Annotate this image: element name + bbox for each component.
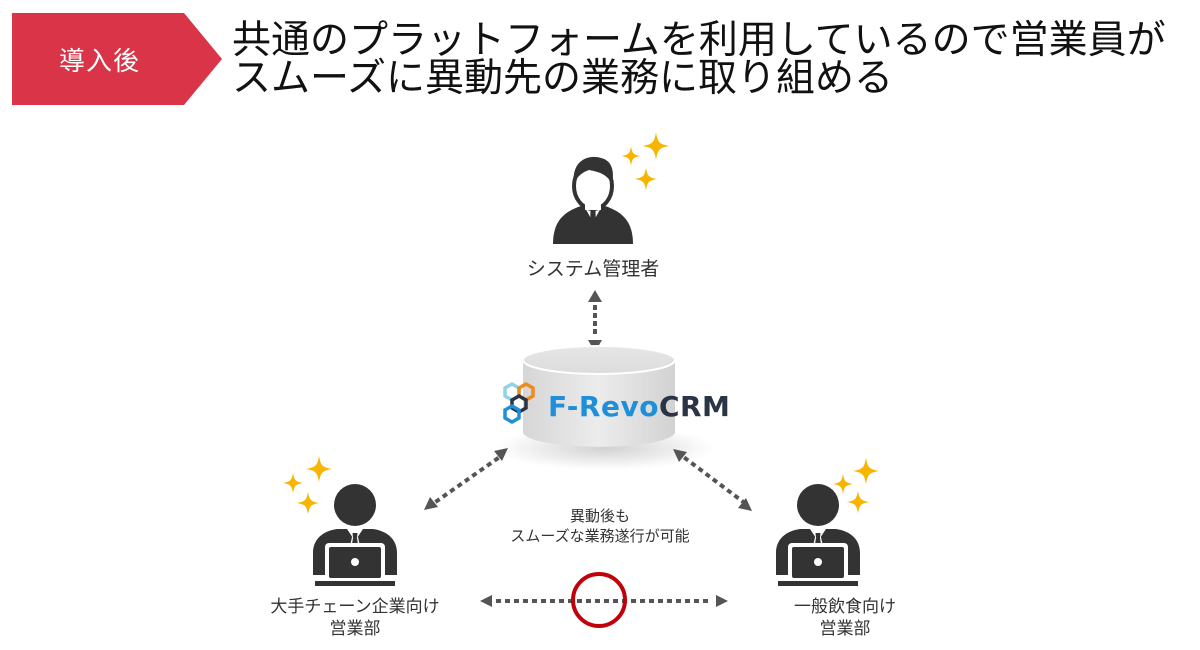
center-note-line-1: 異動後も	[569, 507, 630, 525]
right-team-label-line-1: 一般飲食向け	[794, 597, 896, 617]
left-team-label: 大手チェーン企業向け 営業部	[200, 596, 510, 640]
right-team-sparkles-icon	[832, 457, 880, 514]
page-title: 共通のプラットフォームを利用しているので営業員が スムーズに異動先の業務に取り組…	[232, 18, 1166, 101]
badge-arrow-shape	[12, 13, 222, 105]
after-introduction-badge: 導入後	[12, 13, 222, 105]
left-team-db-arrow	[424, 448, 508, 510]
database-cylinder-icon	[495, 345, 715, 470]
left-team-sparkles-icon	[282, 455, 333, 515]
left-team-label-line-2: 営業部	[329, 619, 381, 639]
right-team-label-line-2: 営業部	[819, 619, 871, 639]
center-note: 異動後も スムーズな業務遂行が可能	[480, 506, 720, 546]
highlight-circle	[571, 572, 627, 628]
left-team-label-line-1: 大手チェーン企業向け	[270, 597, 440, 617]
badge-label: 導入後	[58, 46, 140, 77]
logo-part-f-revo: F-Revo	[548, 390, 659, 423]
title-line-1: 共通のプラットフォームを利用しているので営業員が	[232, 18, 1166, 63]
right-team-person-icon	[776, 484, 860, 586]
right-team-db-arrow	[673, 449, 752, 511]
system-admin-icon	[553, 156, 633, 244]
system-admin-label: システム管理者	[526, 258, 660, 280]
right-team-label: 一般飲食向け 営業部	[745, 596, 945, 640]
center-note-line-2: スムーズな業務遂行が可能	[510, 527, 690, 545]
admin-db-arrow	[588, 290, 602, 352]
left-team-person-icon	[313, 484, 397, 586]
title-line-2: スムーズに異動先の業務に取り組める	[232, 56, 894, 101]
team-transfer-arrow	[480, 595, 728, 607]
f-revocrm-logo-text: F-RevoCRM	[548, 390, 730, 423]
logo-part-crm: CRM	[658, 390, 731, 423]
f-revocrm-logo-icon	[503, 381, 535, 425]
admin-sparkles-icon	[621, 132, 670, 191]
